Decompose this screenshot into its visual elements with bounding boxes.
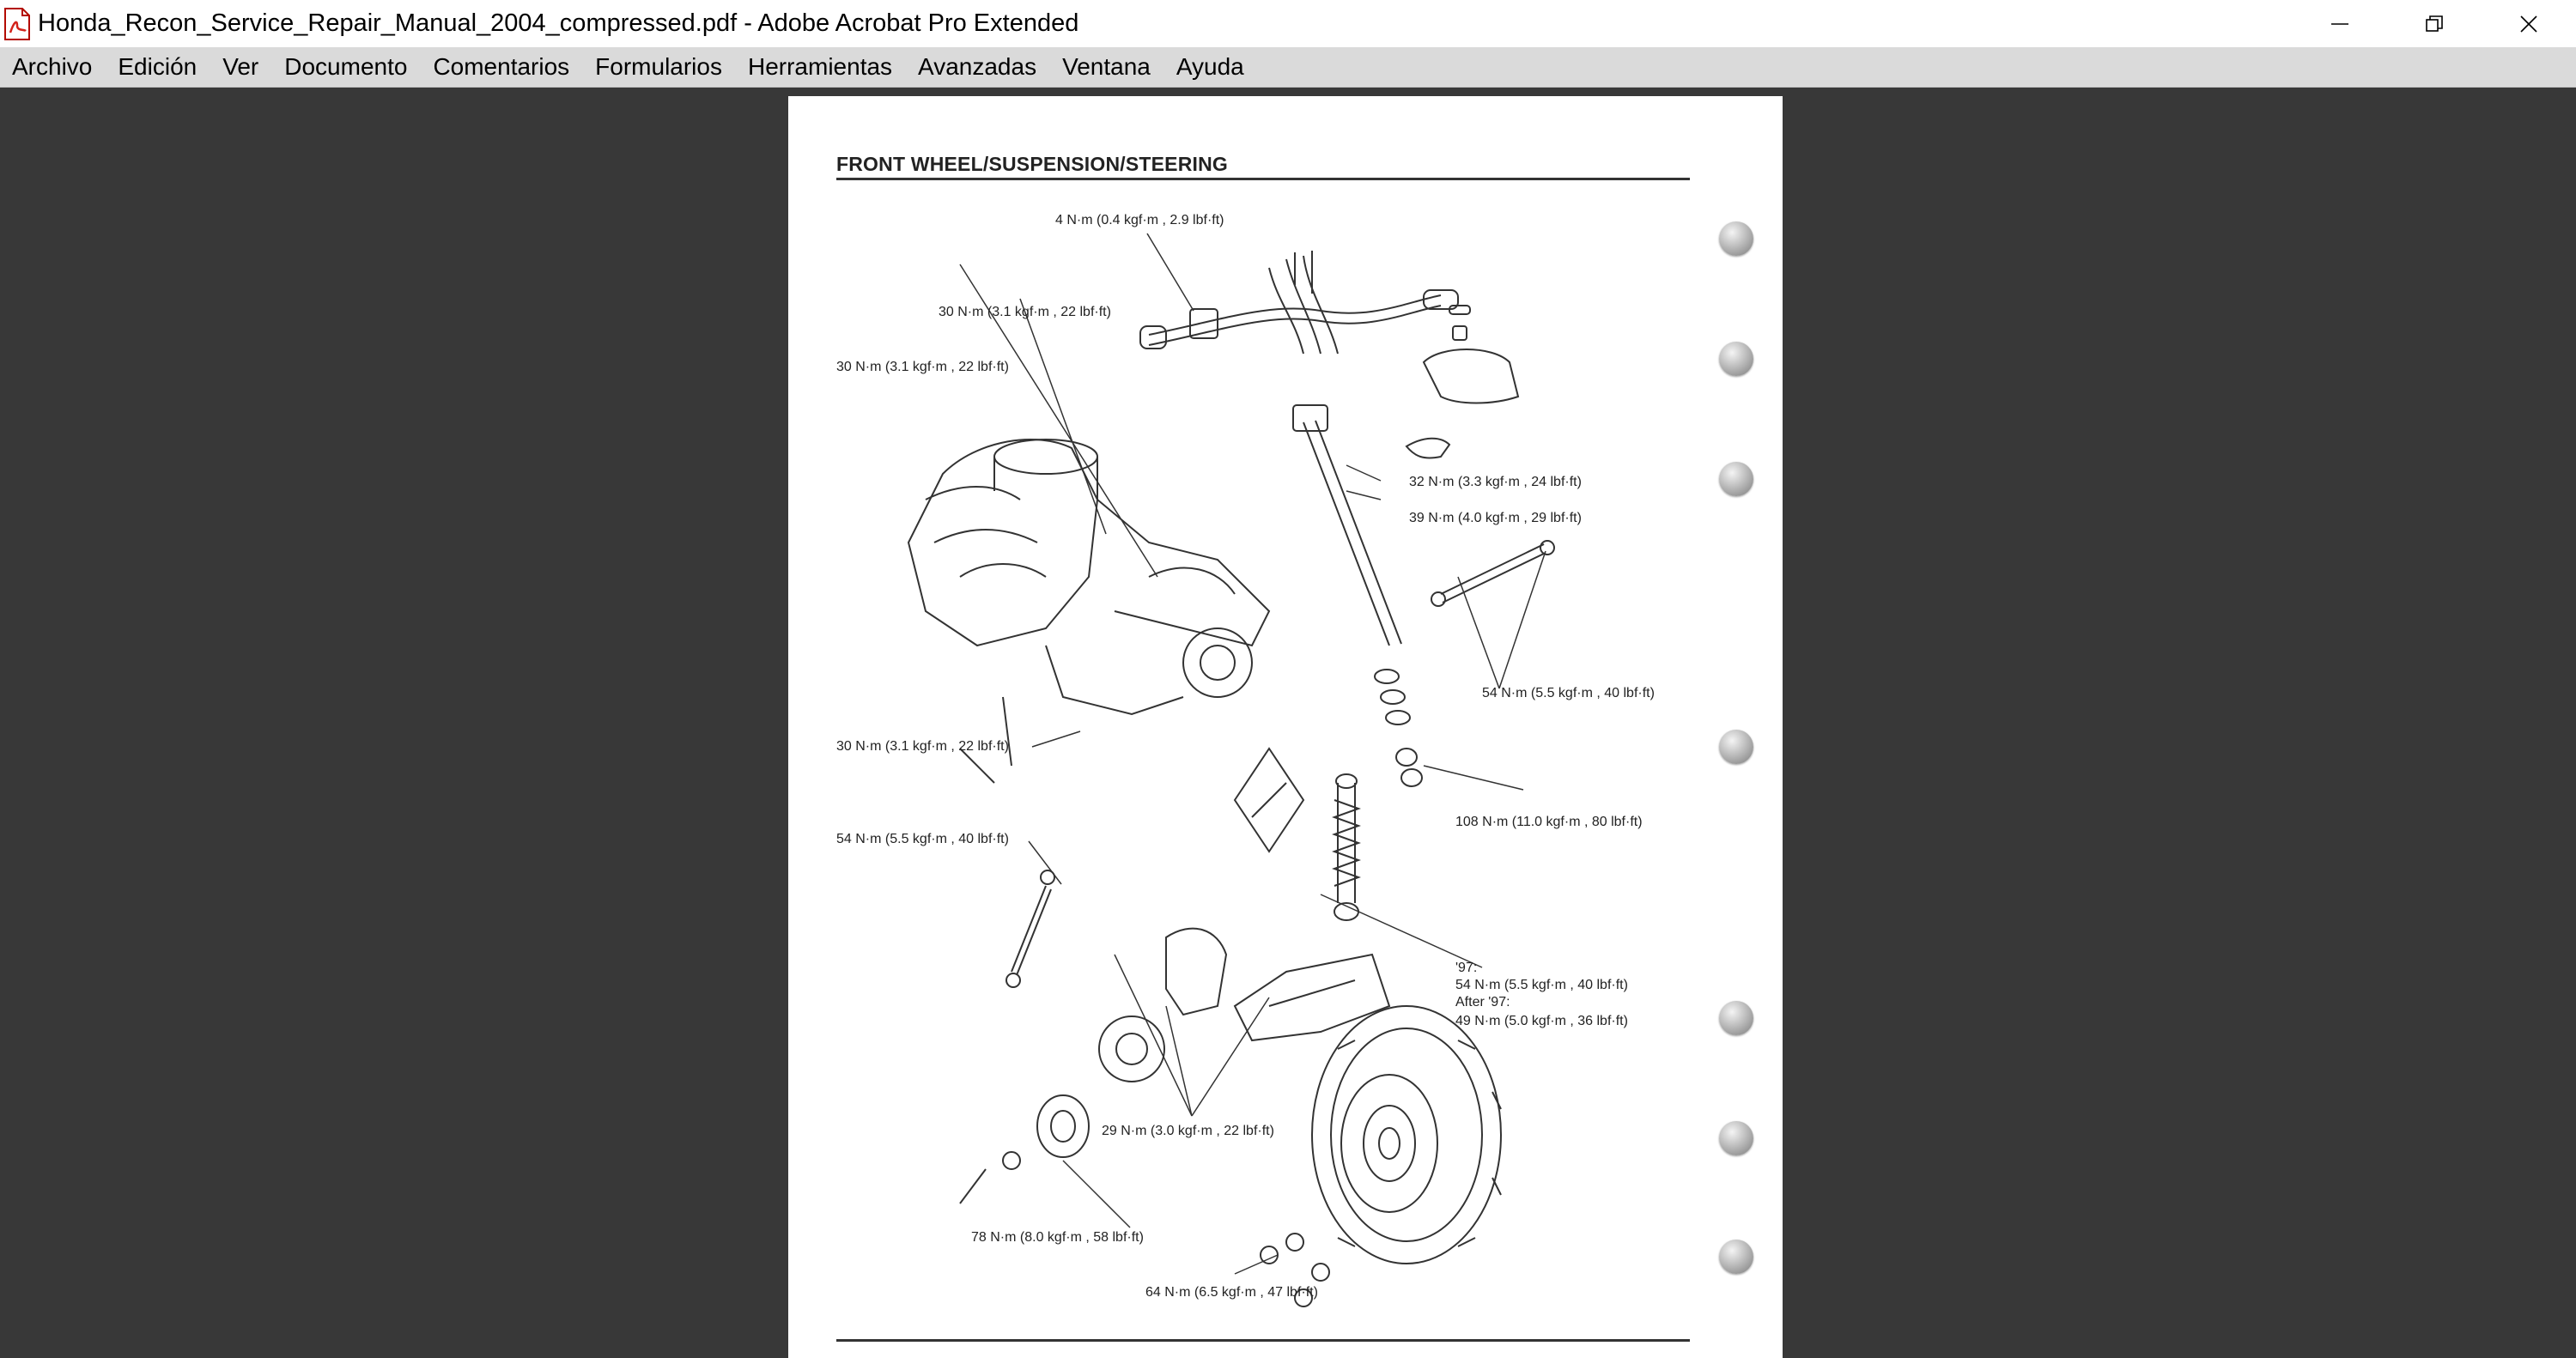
torque-label-12: 78 N·m (8.0 kgf·m , 58 lbf·ft) — [971, 1230, 1144, 1245]
torque-label-11: 29 N·m (3.0 kgf·m , 22 lbf·ft) — [1102, 1124, 1274, 1138]
menu-formularios[interactable]: Formularios — [595, 53, 722, 80]
menu-edicion[interactable]: Edición — [118, 53, 197, 80]
torque-label-8: 108 N·m (11.0 kgf·m , 80 lbf·ft) — [1455, 815, 1643, 829]
torque-label-3: 30 N·m (3.1 kgf·m , 22 lbf·ft) — [836, 360, 1009, 374]
document-canvas[interactable]: FRONT WHEEL/SUSPENSION/STEERING — [0, 88, 2576, 1358]
binder-hole — [1719, 1240, 1753, 1274]
menu-avanzadas[interactable]: Avanzadas — [918, 53, 1037, 80]
page-heading: FRONT WHEEL/SUSPENSION/STEERING — [836, 153, 1229, 175]
restore-icon — [2426, 15, 2443, 32]
menu-archivo[interactable]: Archivo — [12, 53, 93, 80]
bottom-rule — [836, 1339, 1690, 1342]
binder-hole — [1719, 1121, 1753, 1155]
torque-label-6: 54 N·m (5.5 kgf·m , 40 lbf·ft) — [1482, 686, 1655, 700]
torque-label-5: 39 N·m (4.0 kgf·m , 29 lbf·ft) — [1409, 511, 1582, 525]
minimize-icon — [2331, 22, 2348, 25]
window-controls — [2293, 0, 2576, 47]
binder-hole — [1719, 342, 1753, 376]
binder-hole — [1719, 462, 1753, 496]
binder-hole — [1719, 730, 1753, 764]
close-button[interactable] — [2482, 0, 2576, 47]
menu-bar: Archivo Edición Ver Documento Comentario… — [0, 47, 2576, 88]
minimize-button[interactable] — [2293, 0, 2387, 47]
menu-ver[interactable]: Ver — [222, 53, 259, 80]
torque-label-1: 4 N·m (0.4 kgf·m , 2.9 lbf·ft) — [1055, 213, 1224, 227]
window-title: Honda_Recon_Service_Repair_Manual_2004_c… — [38, 9, 1079, 37]
heading-rule — [836, 178, 1690, 180]
torque-label-10-b: 54 N·m (5.5 kgf·m , 40 lbf·ft) — [1455, 978, 1628, 992]
close-icon — [2520, 15, 2537, 33]
binder-hole — [1719, 1001, 1753, 1035]
torque-label-9: 54 N·m (5.5 kgf·m , 40 lbf·ft) — [836, 832, 1009, 846]
menu-ventana[interactable]: Ventana — [1062, 53, 1151, 80]
pdf-page[interactable]: FRONT WHEEL/SUSPENSION/STEERING — [788, 96, 1783, 1358]
restore-button[interactable] — [2387, 0, 2482, 47]
title-bar: Honda_Recon_Service_Repair_Manual_2004_c… — [0, 0, 2576, 47]
torque-label-10-d: 49 N·m (5.0 kgf·m , 36 lbf·ft) — [1455, 1014, 1628, 1028]
pdf-document-icon — [4, 7, 30, 40]
torque-label-10-a: '97: — [1455, 961, 1478, 975]
menu-comentarios[interactable]: Comentarios — [433, 53, 570, 80]
torque-label-10-c: After '97: — [1455, 995, 1510, 1009]
exploded-view-diagram — [907, 233, 1555, 1307]
menu-herramientas[interactable]: Herramientas — [747, 53, 893, 80]
torque-label-13: 64 N·m (6.5 kgf·m , 47 lbf·ft) — [1145, 1285, 1318, 1300]
binder-hole — [1719, 221, 1753, 256]
menu-documento[interactable]: Documento — [284, 53, 408, 80]
torque-label-7: 30 N·m (3.1 kgf·m , 22 lbf·ft) — [836, 739, 1009, 754]
torque-label-4: 32 N·m (3.3 kgf·m , 24 lbf·ft) — [1409, 475, 1582, 489]
menu-ayuda[interactable]: Ayuda — [1176, 53, 1244, 80]
torque-label-2: 30 N·m (3.1 kgf·m , 22 lbf·ft) — [939, 305, 1111, 319]
